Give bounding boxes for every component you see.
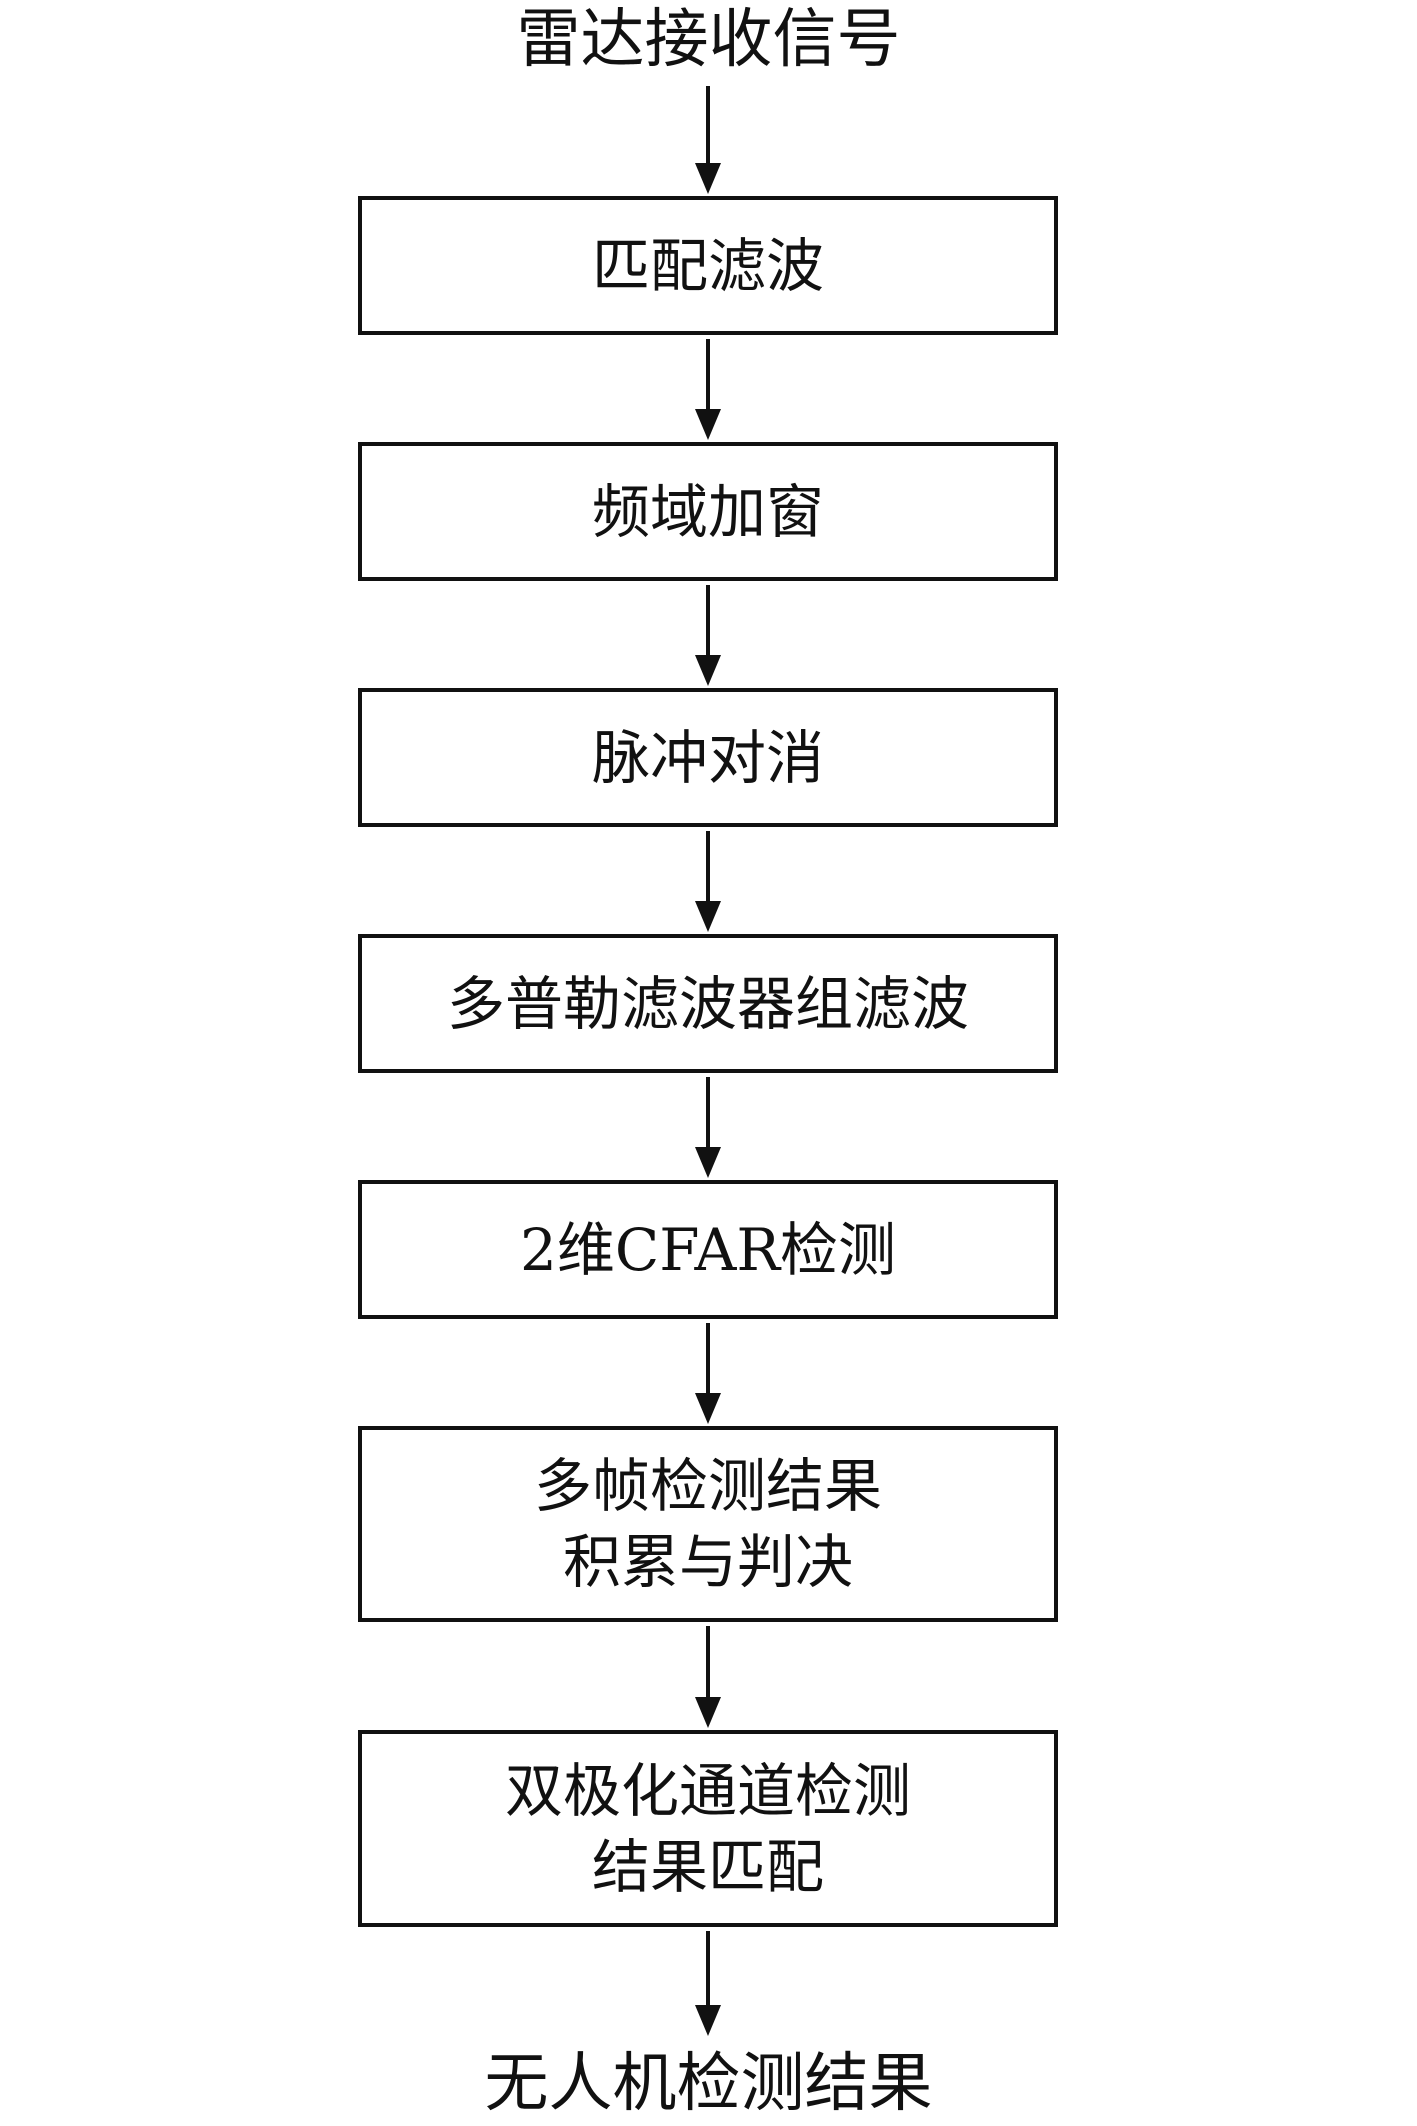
step-label: 频域加窗	[591, 477, 824, 546]
arrowhead-6	[695, 1393, 721, 1424]
step-dual-polarization-matching: 双极化通道检测 结果匹配	[358, 1730, 1058, 1927]
step-pulse-cancellation: 脉冲对消	[358, 688, 1058, 827]
step-2d-cfar-detection: 2维CFAR检测	[358, 1180, 1058, 1319]
end-label: 无人机检测结果	[484, 2047, 933, 2121]
arrowhead-8	[695, 2005, 721, 2036]
step-label-line-1: 多帧检测结果	[533, 1452, 882, 1520]
step-label: 脉冲对消	[591, 723, 824, 792]
arrowhead-2	[695, 409, 721, 440]
arrowhead-3	[695, 655, 721, 686]
arrowhead-1	[695, 163, 721, 194]
step-doppler-filter-bank: 多普勒滤波器组滤波	[358, 934, 1058, 1073]
step-label-line-2: 结果匹配	[591, 1832, 824, 1901]
arrowhead-4	[695, 901, 721, 932]
step-frequency-window: 频域加窗	[358, 442, 1058, 581]
arrowhead-5	[695, 1147, 721, 1178]
step-matched-filter: 匹配滤波	[358, 196, 1058, 335]
start-label: 雷达接收信号	[516, 3, 901, 77]
step-label: 匹配滤波	[591, 231, 824, 300]
step-label-line-2: 积累与判决	[562, 1528, 853, 1596]
step-multiframe-integration: 多帧检测结果 积累与判决	[358, 1426, 1058, 1622]
step-label-line-1: 双极化通道检测	[504, 1756, 911, 1825]
step-label: 多普勒滤波器组滤波	[446, 969, 969, 1038]
step-label: 2维CFAR检测	[519, 1215, 897, 1284]
arrowhead-7	[695, 1697, 721, 1728]
